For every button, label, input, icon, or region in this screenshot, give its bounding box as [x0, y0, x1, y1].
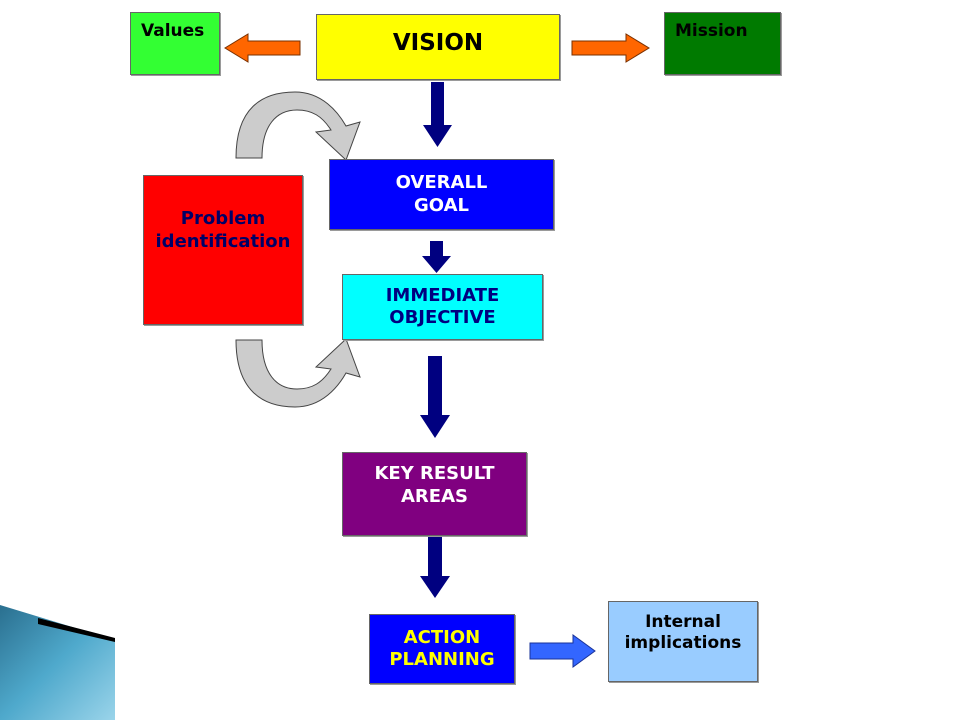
action-planning-label: ACTION PLANNING — [389, 626, 495, 671]
arrow-vision-to-overall-goal — [423, 82, 452, 147]
arrow-vision-to-values — [224, 33, 301, 63]
key-result-areas-node: KEY RESULT AREAS — [342, 452, 527, 536]
mission-label: Mission — [675, 21, 748, 41]
mission-node: Mission — [664, 12, 781, 75]
problem-identification-label: Problem identification — [155, 208, 291, 252]
arrow-key-result-areas-to-action-planning — [420, 537, 450, 598]
immediate-objective-node: IMMEDIATE OBJECTIVE — [342, 274, 543, 340]
curved-arrow-problem-to-overall-goal — [235, 91, 361, 161]
curved-arrow-problem-to-immediate-objective — [235, 338, 361, 408]
arrow-action-planning-to-internal-implications — [529, 634, 596, 668]
arrow-immediate-objective-to-key-result-areas — [420, 356, 450, 438]
values-node: Values — [130, 12, 220, 75]
immediate-objective-label: IMMEDIATE OBJECTIVE — [385, 284, 500, 329]
internal-implications-label: Internal implications — [624, 612, 742, 654]
overall-goal-label: OVERALL GOAL — [395, 172, 488, 216]
internal-implications-node: Internal implications — [608, 601, 758, 682]
arrow-vision-to-mission — [571, 33, 650, 63]
arrow-overall-goal-to-immediate-objective — [422, 241, 451, 273]
key-result-areas-label: KEY RESULT AREAS — [374, 463, 495, 507]
action-planning-node: ACTION PLANNING — [369, 614, 515, 684]
overall-goal-node: OVERALL GOAL — [329, 159, 554, 230]
problem-identification-node: Problem identification — [143, 175, 303, 325]
vision-label: VISION — [392, 30, 484, 56]
vision-node: VISION — [316, 14, 560, 80]
values-label: Values — [141, 21, 205, 41]
